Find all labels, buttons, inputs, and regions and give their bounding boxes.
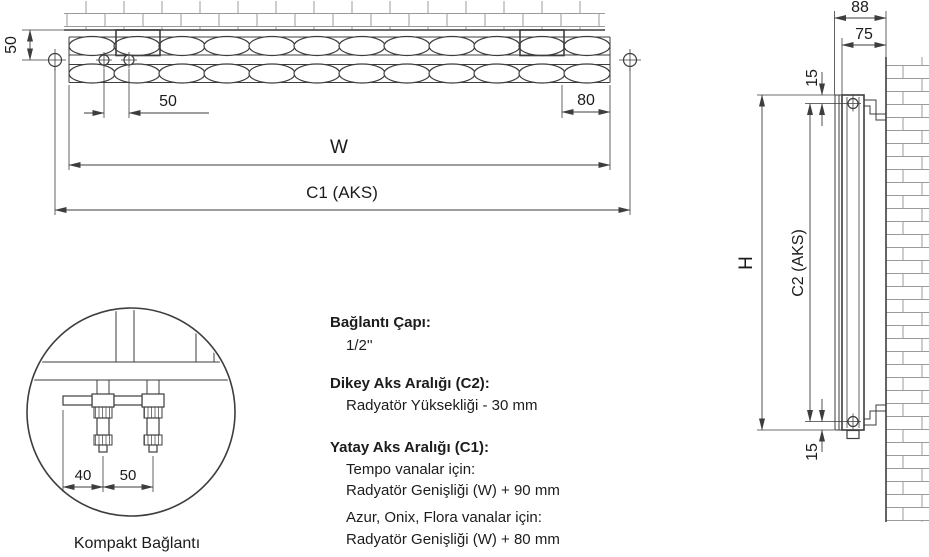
spec-horizontal-axis-line3: Azur, Onix, Flora vanalar için: — [346, 509, 542, 526]
dim-label-75: 75 — [855, 26, 873, 43]
spec-vertical-axis-value: Radyatör Yüksekliği - 30 mm — [346, 397, 538, 414]
detail-dim-label-40: 40 — [75, 467, 92, 484]
radiator-top-view — [44, 29, 641, 84]
dim-label-c2: C2 (AKS) — [790, 229, 807, 297]
spec-vertical-axis-title: Dikey Aks Aralığı (C2): — [330, 375, 490, 392]
valve-axis-crosshairs — [44, 49, 641, 71]
spec-horizontal-axis-line4: Radyatör Genişliği (W) + 80 mm — [346, 531, 560, 548]
top-view-dimensions: 50 50 80 W C1 (AKS) — [3, 29, 631, 215]
dim-label-w: W — [330, 137, 348, 158]
mount-bracket-left — [115, 29, 161, 57]
dim-label-15-top: 15 — [804, 69, 821, 87]
side-mount-crosshairs — [845, 95, 861, 430]
dim-label-valve-50: 50 — [159, 93, 177, 110]
dim-label-depth-50: 50 — [3, 36, 20, 54]
detail-outlet-pipe — [62, 395, 93, 406]
spec-horizontal-axis-line1: Tempo vanalar için: — [346, 461, 476, 478]
dim-label-80: 80 — [577, 92, 595, 109]
spec-horizontal-axis-title: Yatay Aks Aralığı (C1): — [330, 439, 489, 456]
spec-connection-title: Bağlantı Çapı: — [330, 314, 431, 331]
detail-dim-label-50: 50 — [120, 467, 137, 484]
dim-label-88: 88 — [851, 0, 869, 16]
side-view-dimensions: 88 75 15 H C2 (AKS) 15 — [736, 0, 887, 461]
spec-connection-value: 1/2'' — [346, 337, 373, 354]
top-wall-brick — [64, 1, 605, 31]
side-wall-brick — [885, 57, 929, 522]
detail-circle — [26, 307, 236, 517]
dim-label-h: H — [736, 256, 757, 270]
dim-label-c1: C1 (AKS) — [306, 183, 378, 202]
detail-dimensions: 40 50 — [62, 410, 154, 492]
mount-bracket-right — [519, 29, 565, 57]
dim-label-15-bottom: 15 — [804, 443, 821, 461]
detail-caption: Kompakt Bağlantı — [74, 535, 200, 552]
detail-valve-right — [141, 380, 165, 453]
spec-horizontal-axis-line2: Radyatör Genişliği (W) + 90 mm — [346, 482, 560, 499]
detail-view: 40 50 Kompakt Bağlantı — [26, 307, 236, 552]
radiator-side-view — [834, 94, 886, 440]
detail-bridge-pipe — [113, 395, 143, 406]
